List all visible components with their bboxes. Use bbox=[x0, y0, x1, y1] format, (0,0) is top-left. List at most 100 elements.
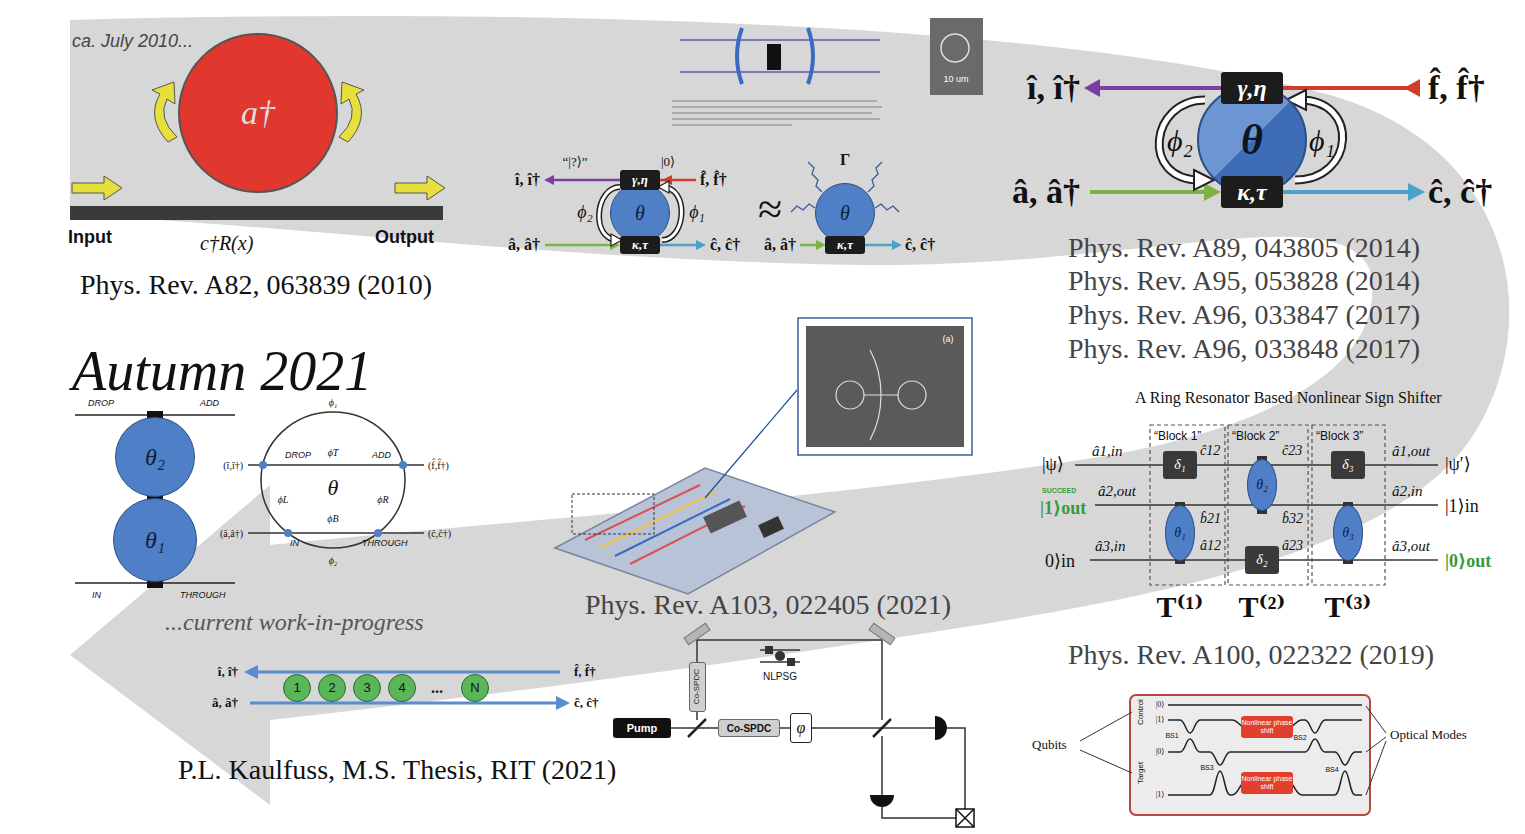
text-label: “|?⟩” bbox=[563, 155, 588, 169]
optical-setup bbox=[947, 728, 965, 809]
arrowhead bbox=[1404, 79, 1420, 97]
node-text: θ₁ bbox=[1174, 525, 1186, 540]
double-ring-bus bbox=[75, 415, 235, 583]
leader-line bbox=[1080, 706, 1386, 795]
text-label: Phys. Rev. A95, 053828 (2014) bbox=[1068, 266, 1420, 297]
component-box: γ,η bbox=[1221, 72, 1283, 104]
fabry-perot-sketch bbox=[767, 44, 781, 70]
node-text: θ bbox=[840, 202, 850, 224]
component-box: γ,η bbox=[620, 170, 660, 190]
text-label: â, â† bbox=[508, 236, 540, 254]
text-label: (â,â†) bbox=[220, 528, 243, 539]
photonic-chip bbox=[585, 485, 700, 540]
node-text: γ,η bbox=[1237, 75, 1266, 101]
cnot-waveguide bbox=[1168, 705, 1362, 795]
sem-image bbox=[930, 18, 983, 95]
text-label: b̂21 bbox=[1200, 511, 1221, 526]
text-label: “Block 1” bbox=[1154, 430, 1201, 443]
nlpsg-symbol bbox=[787, 658, 795, 666]
node-text: Nonlinear phase shift bbox=[1241, 775, 1293, 790]
text-label: î, î† bbox=[218, 665, 238, 679]
text-label: â2,out bbox=[1098, 483, 1136, 500]
text-label: â12 bbox=[1200, 538, 1221, 553]
optical-setup bbox=[881, 736, 883, 795]
text-label: ... bbox=[431, 679, 443, 697]
text-label: DROP bbox=[88, 399, 114, 409]
large-ring-ports bbox=[1282, 190, 1412, 194]
nlpsg-symbol bbox=[765, 646, 773, 654]
arrowhead bbox=[1204, 183, 1221, 201]
text-label: ĉ, ĉ† bbox=[905, 236, 935, 254]
text-label: ĉ, ĉ† bbox=[1428, 173, 1492, 210]
block-outline bbox=[1228, 425, 1308, 585]
small-ring-ports bbox=[548, 179, 620, 182]
text-label: â2,in bbox=[1392, 483, 1422, 500]
photonic-chip bbox=[758, 516, 784, 538]
ring-resonator: θ₃ bbox=[1333, 505, 1363, 561]
text-label: Qubits bbox=[1032, 738, 1067, 752]
bus-waveguide bbox=[70, 206, 443, 220]
sem-inset bbox=[864, 350, 898, 440]
text-label: Output bbox=[375, 228, 434, 248]
text-label: θ bbox=[328, 476, 339, 500]
node-text: Co-SPDC bbox=[693, 669, 702, 704]
text-label: ϕ₂ bbox=[577, 203, 593, 223]
large-ring-ports bbox=[1282, 86, 1418, 90]
text-label: b̂32 bbox=[1282, 511, 1303, 526]
leader-line bbox=[1080, 712, 1132, 741]
text-label: â, â† bbox=[764, 236, 796, 254]
text-label: Optical Modes bbox=[1390, 728, 1467, 742]
text-label: Target bbox=[1137, 762, 1146, 784]
sem-inset bbox=[836, 381, 864, 409]
text-label: “Block 3” bbox=[1316, 430, 1363, 443]
text-label: IN bbox=[290, 539, 299, 549]
text-label: â3,out bbox=[1392, 538, 1430, 555]
text-label: |0⟩ bbox=[1156, 748, 1165, 757]
ring-resonator: 2 bbox=[318, 674, 346, 702]
node-text: θ₂ bbox=[1256, 477, 1268, 492]
detector bbox=[870, 795, 894, 807]
node-text: κ,τ bbox=[837, 238, 853, 252]
cnot-waveguide bbox=[1168, 720, 1244, 733]
nlpsg-symbol bbox=[775, 651, 785, 661]
text-label: BS3 bbox=[1200, 764, 1213, 772]
text-label: ĉ, ĉ† bbox=[710, 236, 740, 254]
text-label: î, î† bbox=[515, 171, 540, 189]
text-label: c†R(x) bbox=[200, 232, 253, 254]
text-label: â23 bbox=[1282, 538, 1303, 553]
text-label: ADD bbox=[200, 399, 219, 409]
text-label: BS4 bbox=[1325, 766, 1338, 774]
text-label: Phys. Rev. A96, 033848 (2017) bbox=[1068, 334, 1420, 365]
node-text: Co-SPDC bbox=[727, 723, 771, 734]
text-label: ϕT bbox=[328, 447, 339, 458]
node-text: δ₃ bbox=[1342, 457, 1353, 472]
fabry-perot-sketch bbox=[680, 71, 880, 73]
text-label: â1,out bbox=[1392, 443, 1430, 460]
node-text: κ,τ bbox=[632, 238, 648, 252]
block-outline bbox=[1312, 425, 1385, 585]
component-box: φ bbox=[790, 713, 812, 743]
text-label: â1,in bbox=[1092, 443, 1122, 460]
ring-resonator: a† bbox=[178, 33, 338, 193]
chain-bus bbox=[256, 671, 560, 674]
large-ring-ports bbox=[1090, 190, 1210, 194]
cnot-panel bbox=[1130, 695, 1370, 815]
component-box: Nonlinear phase shift bbox=[1241, 716, 1293, 738]
arrowhead bbox=[1084, 79, 1100, 97]
text-label: (î,î†) bbox=[223, 460, 243, 471]
chain-bus bbox=[244, 665, 570, 710]
component-box: κ,τ bbox=[620, 236, 660, 254]
mirror bbox=[869, 623, 895, 644]
detector bbox=[956, 809, 974, 827]
nlpsg-symbol bbox=[765, 646, 795, 666]
node-text: Nonlinear phase shift bbox=[1241, 719, 1293, 734]
text-label: â3,in bbox=[1095, 538, 1125, 555]
node-text: 3 bbox=[363, 681, 370, 695]
yellow-arrow bbox=[72, 176, 122, 200]
leader-line bbox=[1080, 750, 1132, 773]
text-label: |1⟩out bbox=[1040, 499, 1086, 519]
ring-resonator: 1 bbox=[283, 674, 311, 702]
sem-inset bbox=[705, 318, 972, 498]
yellow-arrow bbox=[395, 176, 445, 200]
text-label: |0⟩ bbox=[1156, 701, 1165, 710]
